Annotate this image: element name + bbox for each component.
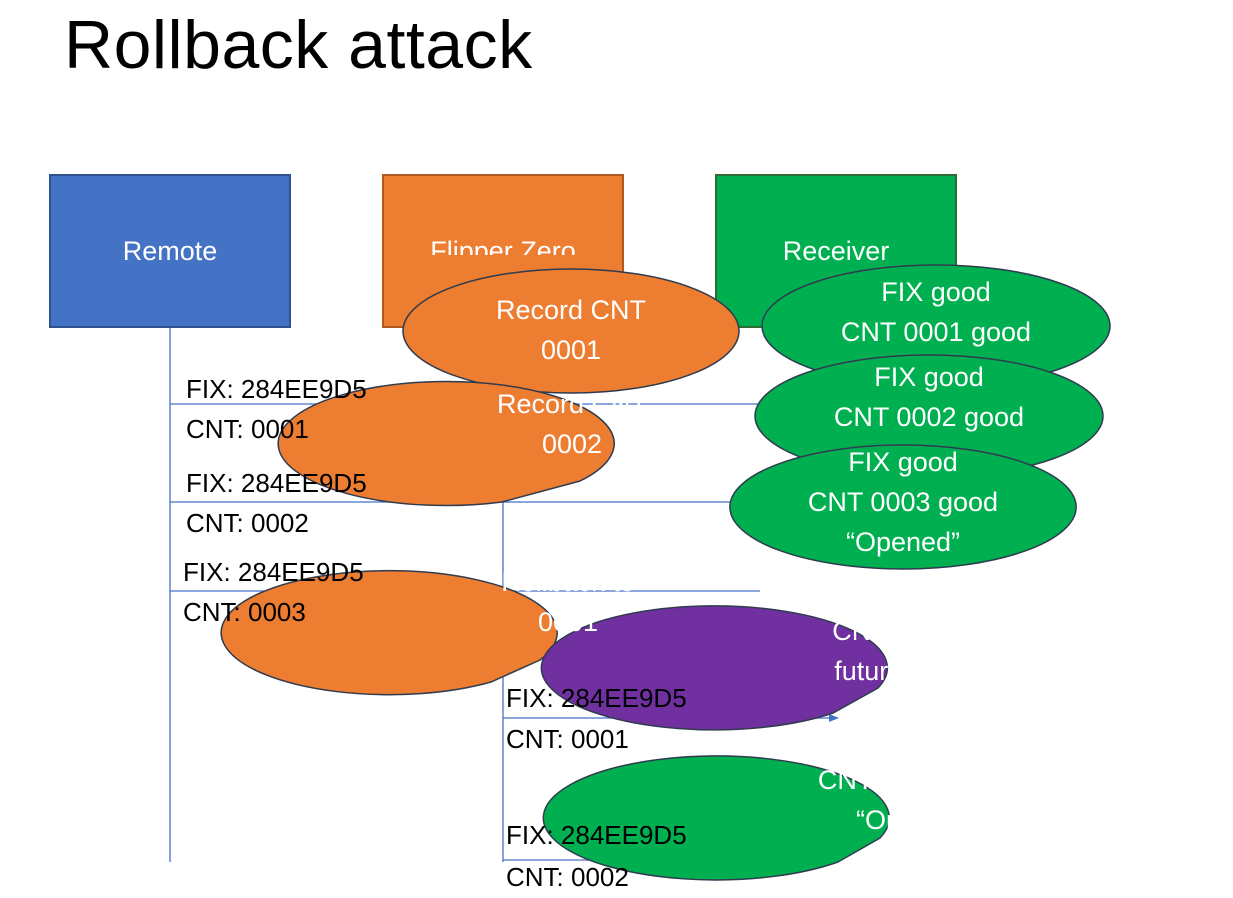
- message-2-fix: FIX: 284EE9D5: [186, 468, 367, 498]
- message-3-cnt: CNT: 0003: [183, 597, 306, 627]
- page-title: Rollback attack: [64, 7, 533, 83]
- receiver-bubble-5-line-2: CNT 0002 good: [817, 765, 1009, 795]
- receiver-bubble-1: FIX good CNT 0001 good: [762, 272, 1110, 352]
- receiver-bubble-4-line-1: FIX good: [852, 576, 962, 606]
- receiver-bubble-5-line-1: FIX good: [858, 725, 968, 755]
- receiver-bubble-4: FIX good CNT 0001 is future* code: [734, 571, 1080, 691]
- flipper-bubble-1-shape: [402, 268, 740, 394]
- flipper-bubble-3-line-2: 0001: [537, 607, 599, 637]
- remote-box-shape: [49, 174, 291, 328]
- flipper-bubble-2-shape: [277, 380, 615, 507]
- receiver-bubble-3-shape: [729, 444, 1077, 570]
- receiver-bubble-4-line-2: CNT 0001 is: [832, 616, 982, 646]
- message-4-cnt: CNT: 0001: [506, 724, 629, 754]
- flipper-bubble-2: Record CNT 0002: [404, 384, 740, 464]
- receiver-bubble-3-line-3: “Opened”: [845, 527, 961, 557]
- receiver-bubble-2-line-1: FIX good: [874, 362, 984, 392]
- message-5-cnt: CNT: 0002: [506, 862, 629, 892]
- message-1-fix: FIX: 284EE9D5: [186, 374, 367, 404]
- receiver-bubble-5-line-3: “Opened”: [855, 805, 971, 835]
- receiver-bubble-1-line-1: FIX good: [881, 277, 991, 307]
- flipper-label: Flipper Zero: [430, 236, 576, 255]
- receiver-bubble-3-line-2: CNT 0003 good: [807, 487, 999, 517]
- receiver-bubble-3: FIX good CNT 0003 good “Opened”: [730, 442, 1076, 562]
- receiver-bubble-4-line-3: future* code: [834, 656, 980, 686]
- message-2-cnt: CNT: 0002: [186, 508, 309, 538]
- receiver-label: Receiver: [782, 236, 890, 265]
- flipper-bubble-1-line-1: Record CNT: [495, 295, 647, 325]
- message-1-cnt: CNT: 0001: [186, 414, 309, 444]
- flipper-actor: Flipper Zero: [383, 175, 623, 255]
- receiver-bubble-2-line-2: CNT 0002 good: [833, 402, 1025, 432]
- message-4-fix: FIX: 284EE9D5: [506, 683, 687, 713]
- flipper-bubble-3-line-1: Rollback to: [501, 567, 635, 597]
- receiver-bubble-2: FIX good CNT 0002 good: [755, 357, 1103, 437]
- message-3-fix: FIX: 284EE9D5: [183, 557, 364, 587]
- receiver-bubble-1-line-2: CNT 0001 good: [840, 317, 1032, 347]
- receiver-actor: Receiver: [716, 175, 956, 265]
- flipper-bubble-1-line-2: 0001: [540, 335, 602, 362]
- remote-label: Remote: [122, 236, 218, 266]
- receiver-bubble-5-shape: [542, 755, 891, 881]
- message-5-fix: FIX: 284EE9D5: [506, 820, 687, 850]
- flipper-bubble-1: Record CNT 0001: [403, 290, 739, 362]
- receiver-bubble-3-line-1: FIX good: [848, 447, 958, 477]
- flipper-bubble-3-shape: [220, 569, 558, 696]
- flipper-bubble-2-line-1: Record CNT: [496, 389, 648, 419]
- remote-actor: Remote: [50, 175, 290, 327]
- receiver-bubble-4-shape: [540, 605, 889, 731]
- flipper-bubble-3: Rollback to 0001: [400, 562, 736, 642]
- flipper-bubble-2-line-2: 0002: [541, 429, 603, 459]
- receiver-bubble-5: FIX good CNT 0002 good “Opened”: [740, 720, 1086, 840]
